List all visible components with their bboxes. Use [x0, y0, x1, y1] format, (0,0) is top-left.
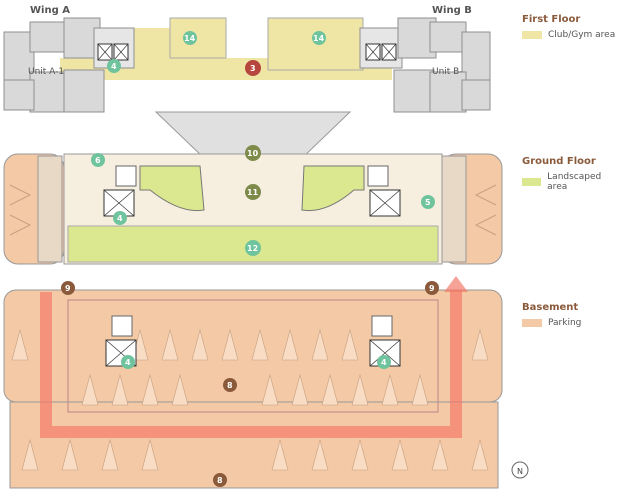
basement-title: Basement — [522, 302, 579, 313]
svg-text:9: 9 — [429, 284, 435, 293]
svg-text:4: 4 — [117, 214, 123, 223]
marker-8-upper: 8 — [223, 378, 237, 392]
wing-b-building — [359, 17, 491, 113]
landscaped-swatch — [522, 178, 542, 186]
first-floor-title: First Floor — [522, 14, 581, 25]
marker-4-basement-right: 4 — [377, 355, 391, 369]
marker-10: 10 — [245, 145, 261, 161]
traffic-route-arrow — [40, 290, 462, 438]
ground-floor-title: Ground Floor — [522, 156, 596, 167]
compass-label: N — [517, 467, 523, 476]
unit-b-label: Unit B- — [432, 67, 463, 77]
marker-12: 12 — [245, 240, 261, 256]
marker-8-lower: 8 — [213, 473, 227, 487]
gym-room — [169, 17, 227, 59]
svg-text:3: 3 — [250, 64, 256, 73]
legend-club-gym: Club/Gym area — [522, 30, 615, 40]
marker-9-left: 9 — [61, 281, 75, 295]
parking-label: Parking — [548, 318, 582, 328]
svg-text:4: 4 — [125, 358, 131, 367]
landscaped-label: Landscaped area — [547, 172, 602, 192]
marker-4-first: 4 — [107, 59, 121, 73]
marker-6: 6 — [91, 153, 105, 167]
marker-14-left: 14 — [183, 31, 197, 45]
svg-text:8: 8 — [227, 381, 233, 390]
svg-text:14: 14 — [184, 34, 196, 43]
club-gym-swatch — [522, 31, 542, 39]
landscape-west — [139, 165, 205, 212]
svg-text:14: 14 — [313, 34, 325, 43]
svg-text:11: 11 — [247, 188, 259, 197]
arrow-head-icon — [444, 276, 468, 292]
svg-text:10: 10 — [247, 149, 259, 158]
first-floor-plan: Wing A Wing B Unit A-1 Unit B- — [3, 5, 491, 113]
marker-4-ground: 4 — [113, 211, 127, 225]
marker-4-basement-left: 4 — [121, 355, 135, 369]
legend-ground-floor: Ground Floor Landscaped area — [522, 156, 621, 192]
wing-a-label: Wing A — [30, 5, 70, 16]
ground-floor-plan — [3, 111, 503, 265]
marker-9-right: 9 — [425, 281, 439, 295]
legend-parking: Parking — [522, 318, 581, 328]
marker-3: 3 — [245, 60, 261, 76]
marker-5: 5 — [421, 195, 435, 209]
basement-plan: N — [3, 276, 529, 489]
unit-a1-label: Unit A-1 — [28, 67, 64, 77]
svg-text:12: 12 — [247, 244, 258, 253]
svg-text:9: 9 — [65, 284, 71, 293]
basement-parking — [3, 289, 503, 403]
legend-basement: Basement Parking — [522, 302, 581, 328]
svg-text:4: 4 — [111, 62, 117, 71]
legend-first-floor: First Floor Club/Gym area — [522, 14, 615, 40]
svg-text:4: 4 — [381, 358, 387, 367]
wing-b-label: Wing B — [432, 5, 472, 16]
marker-11: 11 — [245, 184, 261, 200]
club-gym-label: Club/Gym area — [548, 30, 616, 40]
landscape-east — [301, 165, 365, 212]
parking-swatch — [522, 319, 542, 327]
parking-bays — [11, 328, 489, 471]
marker-14-right: 14 — [312, 31, 326, 45]
svg-text:5: 5 — [425, 198, 431, 207]
compass-icon — [511, 461, 529, 479]
svg-text:8: 8 — [217, 476, 223, 485]
svg-text:6: 6 — [95, 156, 101, 165]
basement-parking-south — [9, 401, 499, 489]
legend-landscaped: Landscaped area — [522, 172, 621, 192]
wing-a-building — [3, 17, 135, 113]
